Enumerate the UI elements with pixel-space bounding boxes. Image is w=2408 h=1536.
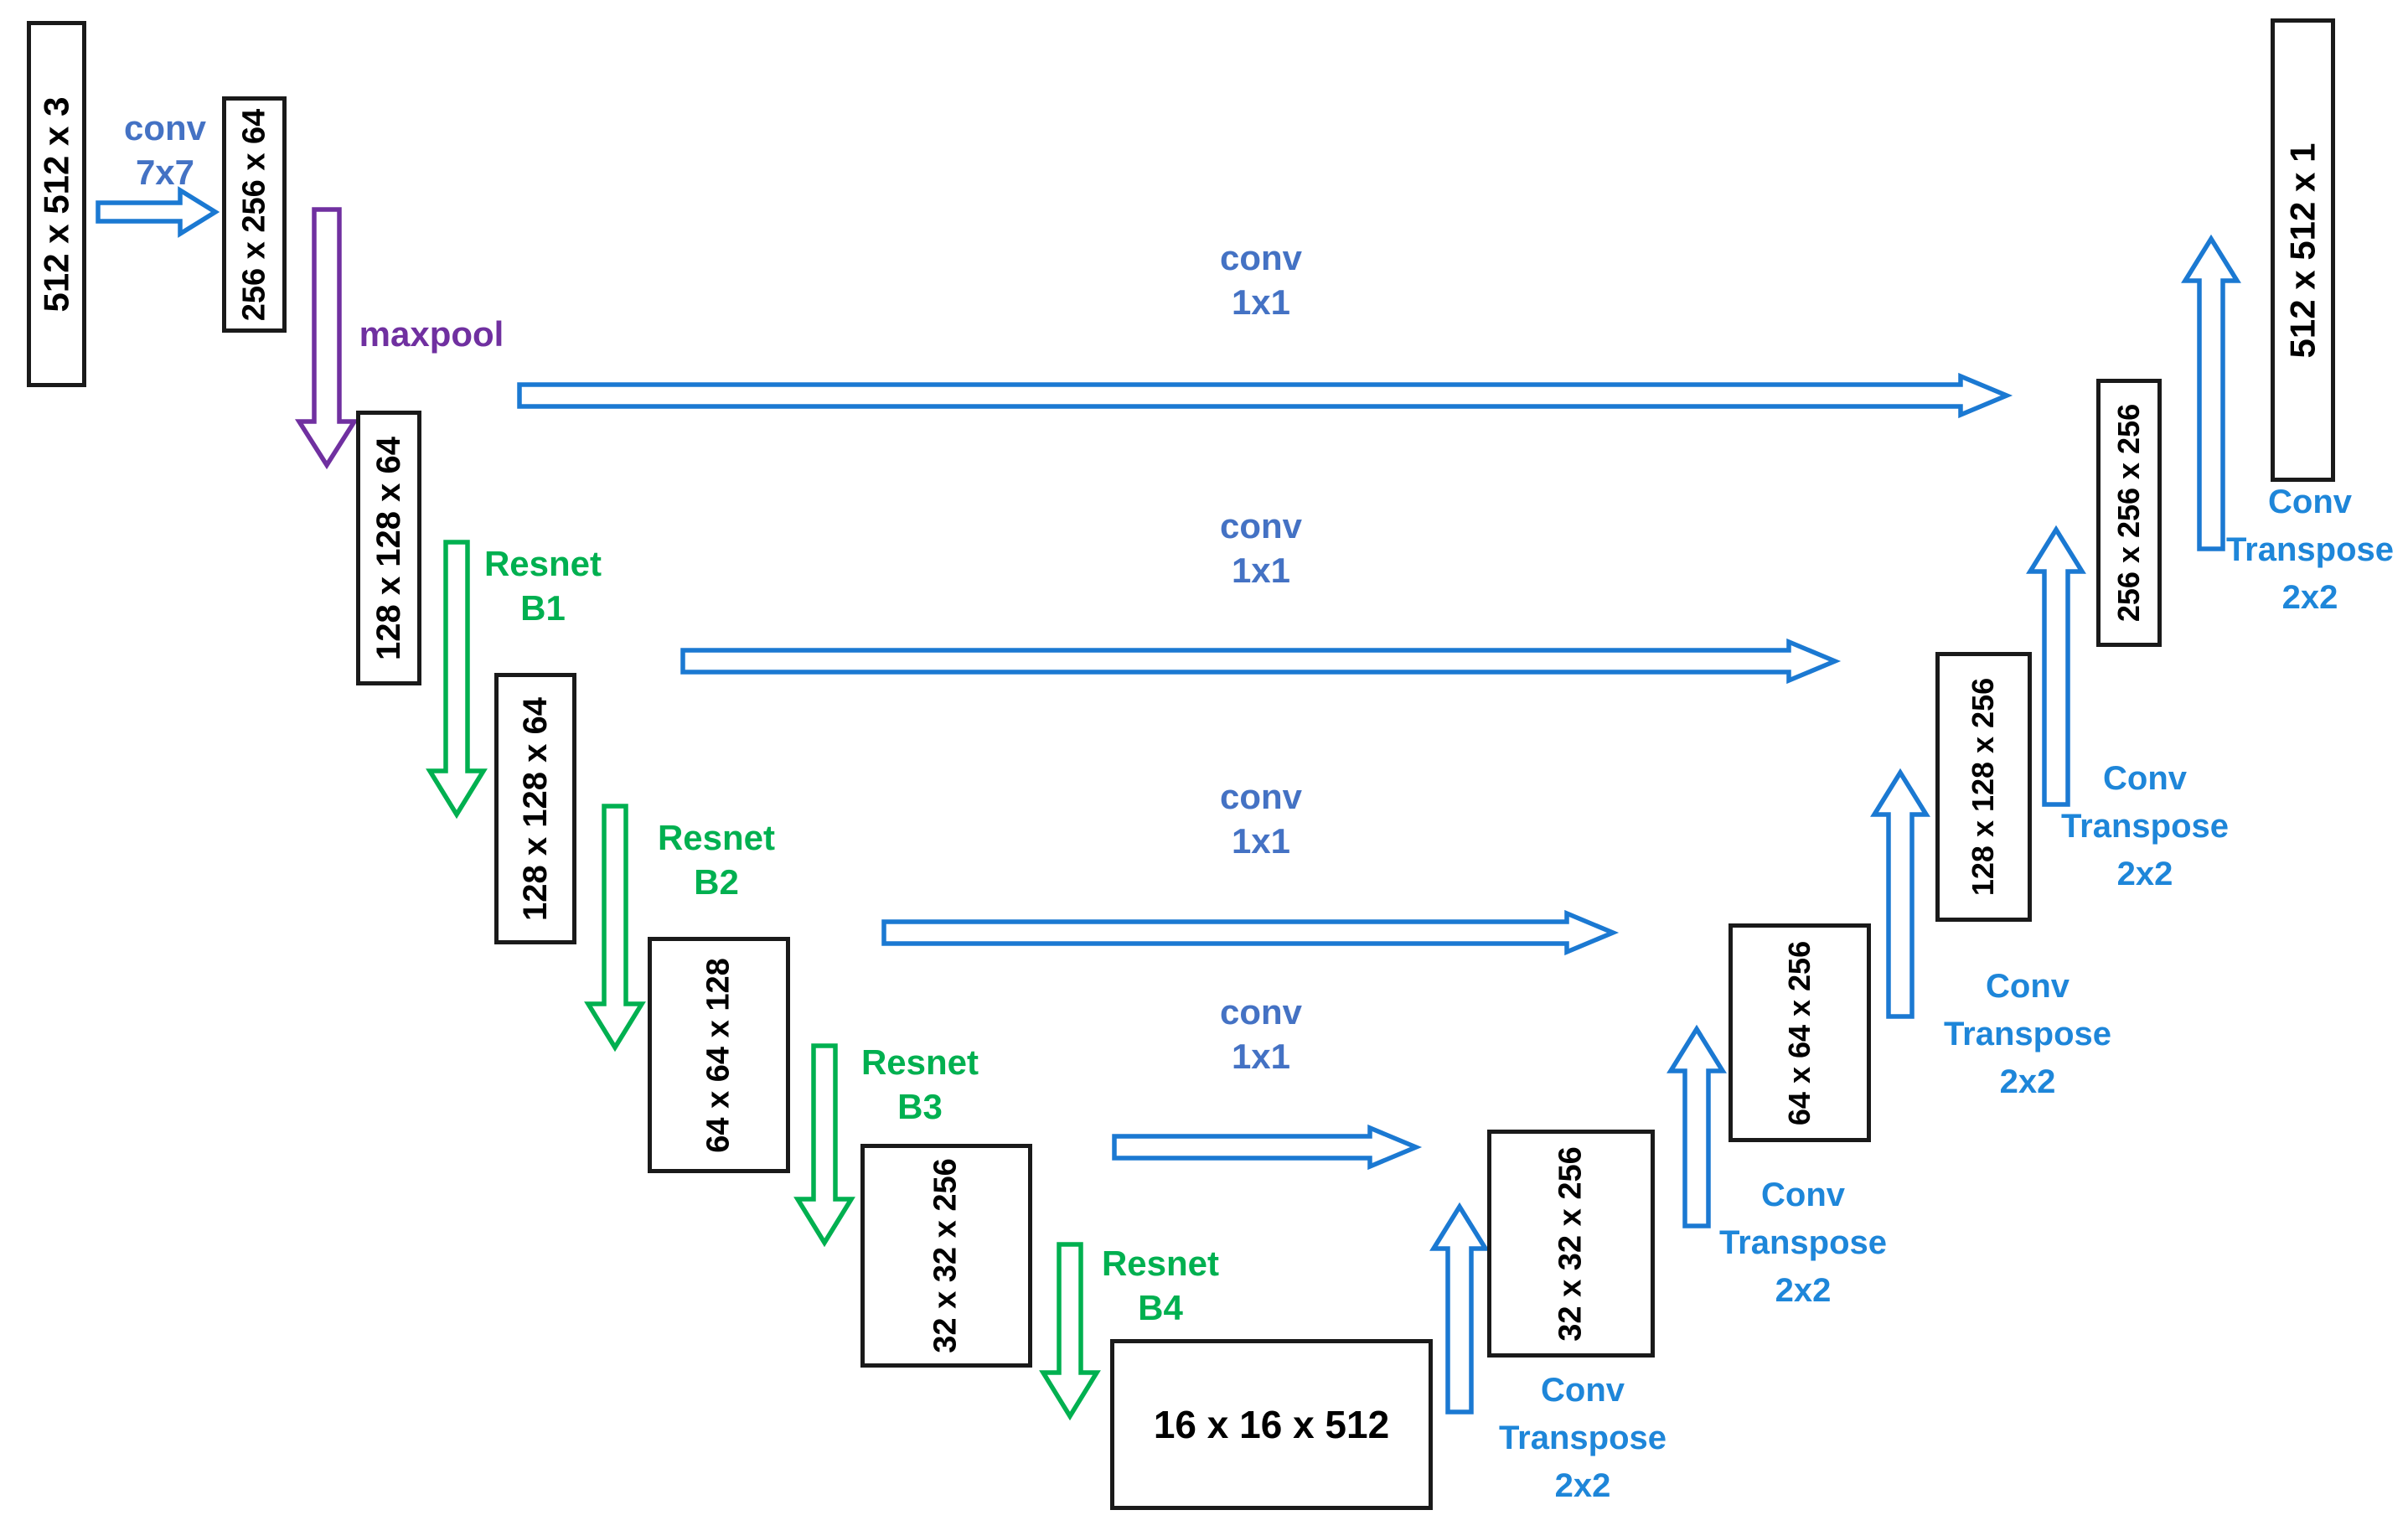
conv1x1-label-4: conv 1x1 bbox=[1219, 992, 1303, 1076]
encoder-box-label: 32 x 32 x 256 bbox=[928, 1158, 964, 1353]
resnet-b2-label: Resnet B2 bbox=[657, 818, 776, 902]
encoder-box-input-512x512x3: 512 x 512 x 3 bbox=[27, 21, 86, 387]
conv-transpose-label-2: Conv Transpose 2x2 bbox=[1718, 1177, 1888, 1309]
encoder-box-label: 64 x 64 x 128 bbox=[700, 957, 736, 1153]
resnet-b3-label: Resnet B3 bbox=[860, 1042, 979, 1126]
encoder-box-128x128x64-b: 128 x 128 x 64 bbox=[494, 673, 576, 944]
decoder-box-label: 256 x 256 x 256 bbox=[2111, 403, 2146, 623]
conv1x1-label-2: conv 1x1 bbox=[1219, 506, 1303, 590]
conv7x7-label: conv 7x7 bbox=[123, 108, 207, 192]
resnet-b4-label: Resnet B4 bbox=[1101, 1244, 1220, 1327]
decoder-box-label: 128 x 128 x 256 bbox=[1966, 677, 2001, 897]
decoder-box-128x128x256: 128 x 128 x 256 bbox=[1935, 652, 2032, 922]
conv-transpose-label-5: Conv Transpose 2x2 bbox=[2225, 484, 2395, 616]
encoder-box-32x32x256: 32 x 32 x 256 bbox=[860, 1144, 1032, 1368]
conv-transpose-label-4: Conv Transpose 2x2 bbox=[2060, 760, 2230, 892]
conv-transpose-label-3: Conv Transpose 2x2 bbox=[1943, 968, 2112, 1100]
conv1x1-skip-arrow-3 bbox=[881, 909, 1620, 956]
maxpool-arrow bbox=[294, 207, 359, 470]
bottleneck-box-label: 16 x 16 x 512 bbox=[1153, 1403, 1390, 1446]
decoder-box-64x64x256: 64 x 64 x 256 bbox=[1728, 923, 1871, 1142]
conv1x1-label-1: conv 1x1 bbox=[1219, 238, 1303, 322]
resnet-b3-arrow bbox=[793, 1043, 855, 1248]
output-box-label: 512 x 512 x 1 bbox=[2282, 142, 2323, 358]
conv1x1-skip-arrow-4 bbox=[1112, 1124, 1423, 1171]
conv-transpose-arrow-4 bbox=[2026, 525, 2086, 807]
encoder-box-64x64x128: 64 x 64 x 128 bbox=[648, 937, 790, 1173]
bottleneck-box-16x16x512: 16 x 16 x 512 bbox=[1110, 1339, 1433, 1510]
encoder-box-label: 128 x 128 x 64 bbox=[369, 436, 407, 660]
encoder-box-128x128x64-a: 128 x 128 x 64 bbox=[356, 411, 421, 685]
conv1x1-label-3: conv 1x1 bbox=[1219, 777, 1303, 861]
conv1x1-skip-arrow-2 bbox=[680, 638, 1842, 685]
conv-transpose-arrow-1 bbox=[1429, 1202, 1490, 1414]
decoder-box-label: 64 x 64 x 256 bbox=[1782, 940, 1817, 1125]
resnet-b2-arrow bbox=[584, 804, 646, 1052]
conv1x1-skip-arrow-1 bbox=[517, 372, 2013, 419]
conv-transpose-label-1: Conv Transpose 2x2 bbox=[1498, 1372, 1667, 1504]
encoder-box-label: 128 x 128 x 64 bbox=[516, 696, 554, 921]
resnet-b4-arrow bbox=[1039, 1242, 1101, 1421]
decoder-box-label: 32 x 32 x 256 bbox=[1553, 1146, 1589, 1342]
decoder-box-256x256x256: 256 x 256 x 256 bbox=[2096, 379, 2162, 647]
encoder-box-256x256x64: 256 x 256 x 64 bbox=[222, 96, 287, 333]
resnet-b1-label: Resnet B1 bbox=[483, 544, 602, 628]
output-box-512x512x1: 512 x 512 x 1 bbox=[2271, 18, 2335, 482]
conv-transpose-arrow-2 bbox=[1666, 1024, 1727, 1228]
resnet-b1-arrow bbox=[426, 540, 488, 820]
decoder-box-32x32x256: 32 x 32 x 256 bbox=[1487, 1130, 1655, 1358]
conv-transpose-arrow-5 bbox=[2181, 234, 2241, 551]
conv-transpose-arrow-3 bbox=[1870, 768, 1930, 1019]
conv7x7-arrow bbox=[96, 186, 220, 238]
maxpool-label: maxpool bbox=[359, 314, 504, 354]
